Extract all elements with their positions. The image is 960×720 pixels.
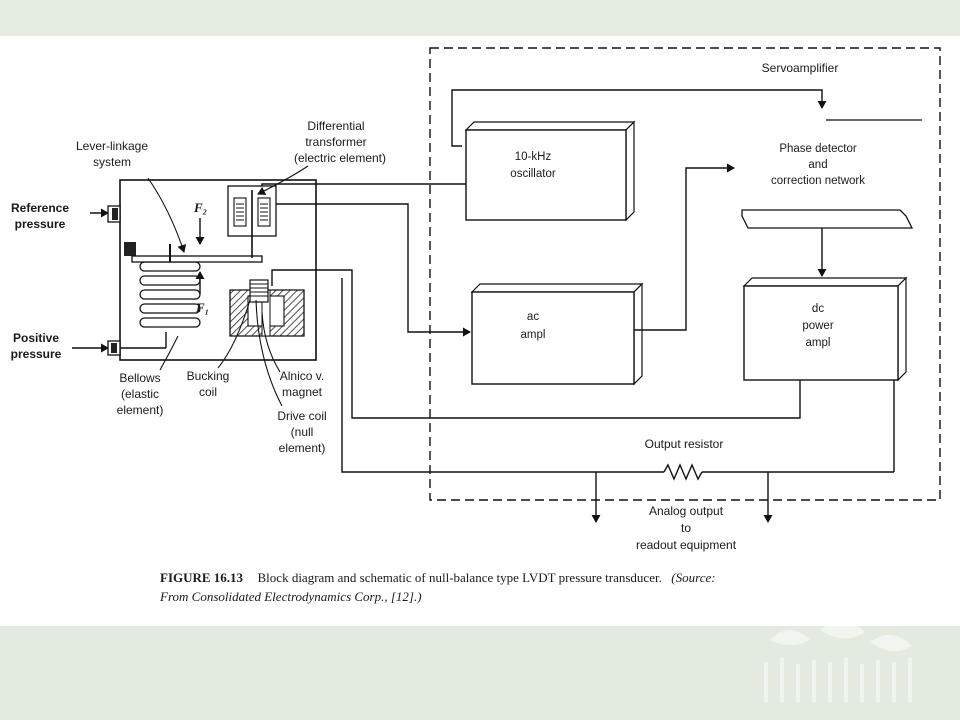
transformer-to-oscillator-wire <box>261 183 466 194</box>
phase-detector-label-2: and <box>808 159 827 171</box>
alnico-label-1: Alnico v. <box>280 369 324 383</box>
diff-transformer-label-1: Differential <box>307 119 364 133</box>
output-resistor-label: Output resistor <box>645 437 724 451</box>
dc-output-to-drive-coil-wire <box>271 269 801 419</box>
drive-coil-label-2: (null <box>291 425 314 439</box>
pivot-block <box>124 242 136 256</box>
transducer-housing <box>119 179 317 361</box>
dc-power-label-2: power <box>802 320 833 332</box>
analog-output-label-3: readout equipment <box>636 538 737 552</box>
bucking-coil-label-1: Bucking <box>187 369 230 383</box>
ac-to-phase-detector-wire <box>634 163 735 331</box>
oscillator-label-2: oscillator <box>510 168 556 180</box>
phase-detector-bar <box>741 209 914 229</box>
positive-pressure-label-2: pressure <box>11 347 62 361</box>
oscillator-reference-line <box>451 89 827 147</box>
phase-detector-label-3: correction network <box>771 175 865 187</box>
caption-text-2: From Consolidated Electrodynamics Corp.,… <box>159 589 422 604</box>
dc-power-label-1: dc <box>812 303 824 315</box>
caption-text-1: Block diagram and schematic of null-bala… <box>258 570 662 585</box>
alnico-leader <box>261 311 281 373</box>
servoamplifier-label: Servoamplifier <box>762 61 839 75</box>
output-resistor-symbol <box>663 463 703 481</box>
transformer-to-ac-ampl-wire <box>276 203 471 337</box>
drive-coil-label-3: element) <box>279 441 326 455</box>
caption-source-label: (Source: <box>671 570 715 585</box>
lever-linkage-label-2: system <box>93 155 131 169</box>
f2-label: F₂ <box>193 200 207 215</box>
output-resistor-line <box>341 278 664 473</box>
bellows-label-1: Bellows <box>119 371 160 385</box>
reference-pressure-fitting <box>90 205 121 223</box>
drive-coil-label-1: Drive coil <box>277 409 326 423</box>
lvdt-diagram: Servoamplifier 10-kHz oscillator Phase d… <box>11 47 941 604</box>
ac-ampl-label-1: ac <box>527 311 539 323</box>
reference-pressure-label-2: pressure <box>15 217 66 231</box>
drive-coil <box>249 279 269 303</box>
diff-transformer-label-3: (electric element) <box>294 151 386 165</box>
phase-detector-label-1: Phase detector <box>779 143 857 155</box>
differential-transformer <box>227 185 277 258</box>
oscillator-block: 10-kHz oscillator <box>464 120 636 222</box>
positive-pressure-fitting <box>72 332 167 356</box>
bellows-leader <box>159 335 179 371</box>
diff-transformer-label-2: transformer <box>305 135 366 149</box>
alnico-label-2: magnet <box>282 385 323 399</box>
drive-coil-leader <box>255 299 283 407</box>
f1-label: F₁ <box>195 300 209 315</box>
analog-output-label-2: to <box>681 521 691 535</box>
servoamplifier-boundary <box>429 47 941 501</box>
decorative-watermark <box>764 621 912 702</box>
bucking-coil-label-2: coil <box>199 385 217 399</box>
scanned-figure: Servoamplifier 10-kHz oscillator Phase d… <box>0 36 960 626</box>
analog-output-label-1: Analog output <box>649 504 724 518</box>
figure-number: FIGURE 16.13 <box>160 570 244 585</box>
lever-linkage-label-1: Lever-linkage <box>76 139 148 153</box>
bottom-band <box>0 626 960 720</box>
figure-caption-line-1: FIGURE 16.13 Block diagram and schematic… <box>160 569 716 586</box>
lever-linkage-leader <box>147 177 187 253</box>
bellows-label-2: (elastic <box>121 387 159 401</box>
lever-linkage-bar <box>131 255 263 263</box>
oscillator-label-1: 10-kHz <box>515 151 552 163</box>
positive-pressure-label-1: Positive <box>13 331 59 345</box>
bellows <box>139 261 201 328</box>
ac-ampl-label-2: ampl <box>521 329 546 341</box>
diff-transformer-leader <box>257 165 309 195</box>
dc-power-ampl-block: dc power ampl <box>742 276 908 382</box>
top-band <box>0 0 960 36</box>
dc-power-label-3: ampl <box>806 337 831 349</box>
reference-pressure-label-1: Reference <box>11 201 69 215</box>
ac-ampl-block: ac ampl <box>470 282 644 386</box>
bucking-coil-leader <box>217 299 251 369</box>
bellows-label-3: element) <box>117 403 164 417</box>
